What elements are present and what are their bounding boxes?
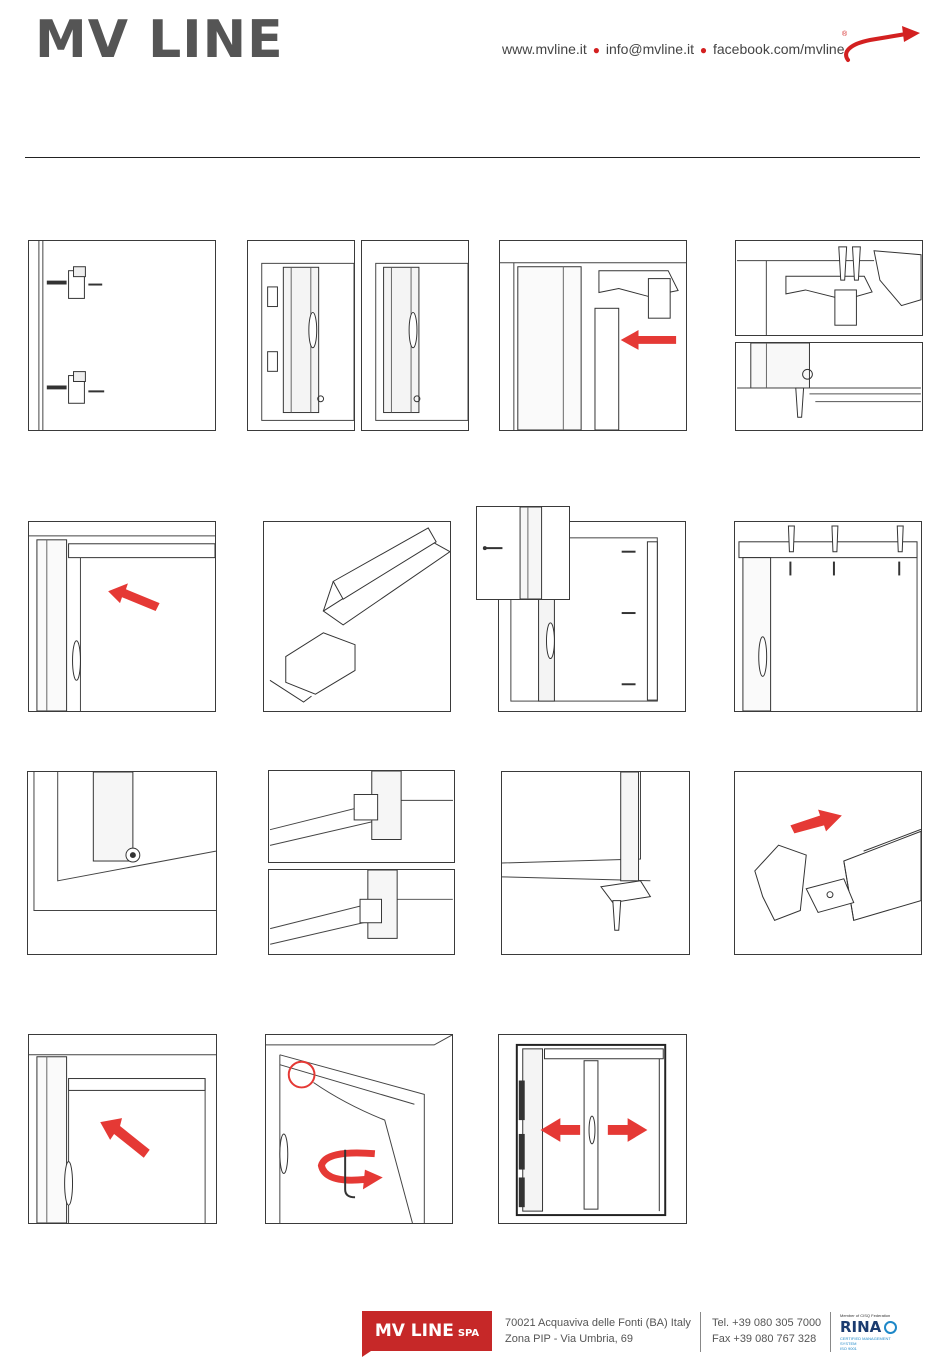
cert-name: RINA	[840, 1318, 881, 1336]
step-panel-6	[28, 521, 216, 712]
step-panel-14	[28, 1034, 217, 1224]
end-cap-icon	[755, 845, 854, 920]
email-link[interactable]: info@mvline.it	[606, 41, 694, 57]
step-panel-5-top	[735, 240, 923, 336]
push-arrow-icon	[108, 583, 159, 611]
wall-plug-icon	[839, 247, 861, 280]
facebook-link[interactable]: facebook.com/mvline	[713, 41, 845, 57]
step-panel-12	[501, 771, 690, 955]
header-divider	[25, 157, 920, 158]
cert-ring-icon	[884, 1321, 897, 1334]
step-panel-11-top	[268, 770, 455, 863]
push-arrow-icon	[790, 810, 841, 834]
step-panel-13	[734, 771, 922, 955]
open-left-arrow-icon	[541, 1118, 581, 1142]
step-panel-11-bottom	[268, 869, 455, 955]
footer-company-suffix: SPA	[458, 1328, 479, 1339]
fax-number: Fax +39 080 767 328	[712, 1331, 821, 1347]
close-right-arrow-icon	[608, 1118, 648, 1142]
step-panel-5-bottom	[735, 342, 923, 431]
footer-company-badge: MV LINE SPA	[362, 1311, 492, 1351]
step-panel-9	[734, 521, 922, 712]
separator-dot-icon: ●	[593, 43, 600, 57]
step-panel-2	[247, 240, 355, 431]
cert-sub-text: CERTIFIED MANAGEMENT SYSTEM	[840, 1336, 908, 1346]
brand-swoosh-icon: ®	[840, 22, 922, 64]
bracket-icon	[47, 372, 104, 404]
address-line2: Zona PIP - Via Umbria, 69	[505, 1331, 691, 1347]
cert-iso-text: ISO 9001	[840, 1346, 908, 1351]
certification-logo: Member of CISQ Federation RINA CERTIFIED…	[840, 1313, 908, 1355]
address-line1: 70021 Acquaviva delle Fonti (BA) Italy	[505, 1315, 691, 1331]
registered-mark: ®	[842, 30, 848, 38]
badge-tail-icon	[362, 1349, 374, 1357]
company-logo: MV LINE	[35, 14, 284, 66]
bracket-icon	[47, 267, 102, 299]
step-panel-7	[263, 521, 451, 712]
footer-phone: Tel. +39 080 305 7000 Fax +39 080 767 32…	[712, 1315, 821, 1347]
separator-dot-icon: ●	[700, 43, 707, 57]
contact-line: www.mvline.it ● info@mvline.it ● faceboo…	[502, 41, 845, 57]
end-cap-icon	[270, 633, 355, 702]
footer-company-name: MV LINE	[375, 1321, 454, 1341]
footer-divider	[830, 1312, 831, 1352]
detail-circle-icon	[289, 1062, 315, 1088]
step-panel-4	[499, 240, 687, 431]
step-panel-10	[27, 771, 217, 955]
tel-number: Tel. +39 080 305 7000	[712, 1315, 821, 1331]
footer-divider	[700, 1312, 701, 1352]
step-panel-1	[28, 240, 216, 431]
website-link[interactable]: www.mvline.it	[502, 41, 587, 57]
step-panel-16	[498, 1034, 687, 1224]
footer-address: 70021 Acquaviva delle Fonti (BA) Italy Z…	[505, 1315, 691, 1347]
step-panel-15	[265, 1034, 453, 1224]
step-panel-3	[361, 240, 469, 431]
push-arrow-icon	[100, 1118, 149, 1158]
push-arrow-icon	[621, 330, 676, 350]
step-panel-8-inset	[476, 506, 570, 600]
